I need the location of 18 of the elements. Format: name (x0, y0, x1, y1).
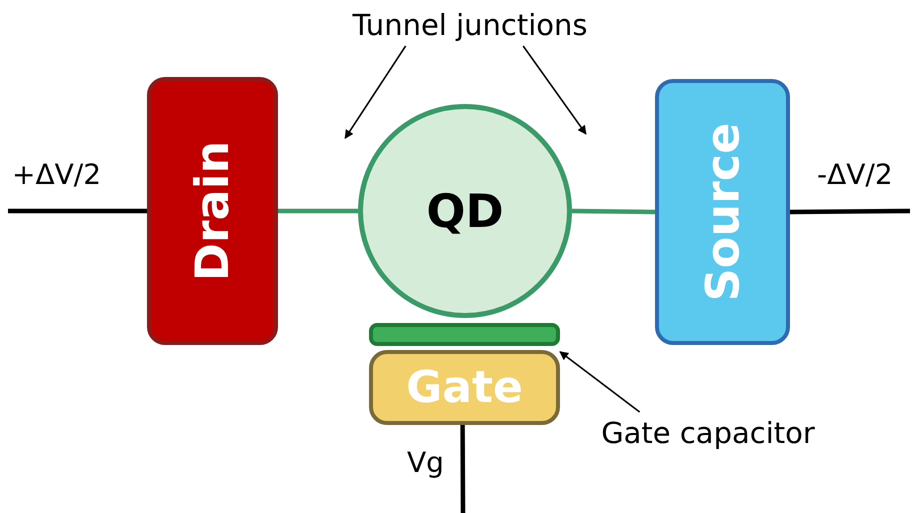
arrow (559, 351, 640, 413)
arrow (522, 46, 587, 135)
drain-box (147, 77, 278, 345)
capacitor-plate (369, 323, 560, 346)
node-label: Gate (406, 366, 523, 410)
gate-box (369, 350, 560, 425)
node-label: QD (426, 188, 504, 234)
callout-text: Tunnel junctions (330, 4, 610, 46)
wire (8, 208, 147, 214)
node-label: Drain (190, 140, 236, 282)
callout-text: Gate capacitor (586, 412, 830, 454)
connector-line (572, 208, 656, 214)
wire (790, 208, 910, 214)
wire (460, 425, 466, 513)
source-box (655, 79, 790, 345)
arrow (344, 46, 406, 139)
node-label: Source (700, 122, 746, 302)
connector-line (278, 208, 358, 214)
